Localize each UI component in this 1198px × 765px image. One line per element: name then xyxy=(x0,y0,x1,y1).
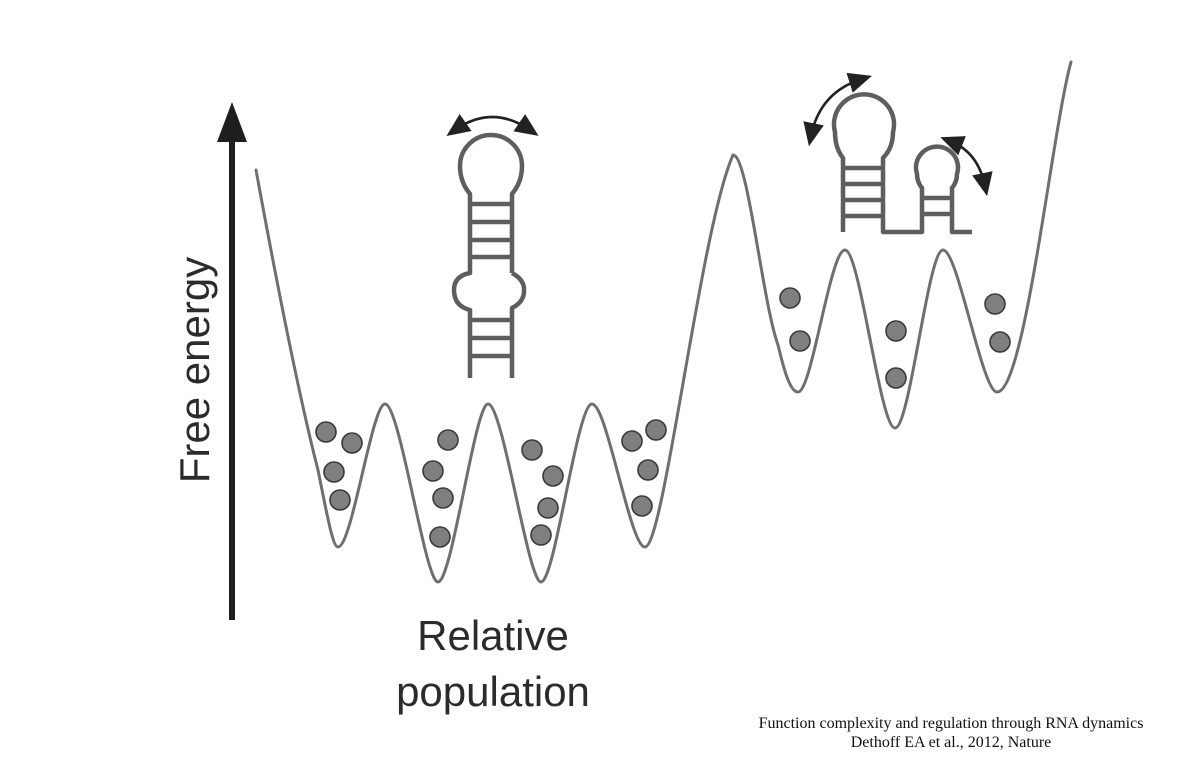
particle xyxy=(429,526,451,548)
x-axis-label-line2: population xyxy=(396,668,590,715)
well-6-particles xyxy=(885,320,907,389)
particle xyxy=(537,497,559,519)
energy-landscape-curve xyxy=(254,60,1073,584)
well-4-particles xyxy=(621,419,667,517)
particle xyxy=(885,367,907,389)
particle xyxy=(437,429,459,451)
particle xyxy=(789,330,811,352)
particle xyxy=(422,460,444,482)
free-energy-axis xyxy=(217,102,247,620)
particle xyxy=(341,432,363,454)
particle xyxy=(621,430,643,452)
particle xyxy=(984,293,1006,315)
flexibility-arrow-icon xyxy=(446,114,539,136)
x-axis-label-line1: Relative xyxy=(417,612,569,659)
rna-hairpin-bulge-icon xyxy=(451,132,527,378)
particle xyxy=(432,487,454,509)
flexibility-arrow-large-icon xyxy=(803,72,872,147)
particle xyxy=(521,439,543,461)
well-3-particles xyxy=(521,439,564,546)
citation-source: Dethoff EA et al., 2012, Nature xyxy=(850,734,1052,751)
particle xyxy=(779,287,801,309)
particle xyxy=(542,465,564,487)
particle xyxy=(989,331,1011,353)
particle xyxy=(885,320,907,342)
axis-arrowhead-icon xyxy=(217,102,247,142)
particle xyxy=(323,461,345,483)
particle xyxy=(637,459,659,481)
well-7-particles xyxy=(984,293,1011,353)
particle xyxy=(645,419,667,441)
particle xyxy=(329,489,351,511)
well-5-particles xyxy=(779,287,811,352)
flexibility-arrow-small-icon xyxy=(940,136,993,197)
well-2-particles xyxy=(422,429,459,548)
particle xyxy=(631,495,653,517)
citation-title: Function complexity and regulation throu… xyxy=(758,715,1144,732)
rna-double-hairpin-icon xyxy=(831,92,972,235)
well-1-particles xyxy=(315,421,363,511)
y-axis-label: Free energy xyxy=(171,257,218,483)
particle xyxy=(530,524,552,546)
citation: Function complexity and regulation throu… xyxy=(716,714,1186,752)
particle xyxy=(315,421,337,443)
